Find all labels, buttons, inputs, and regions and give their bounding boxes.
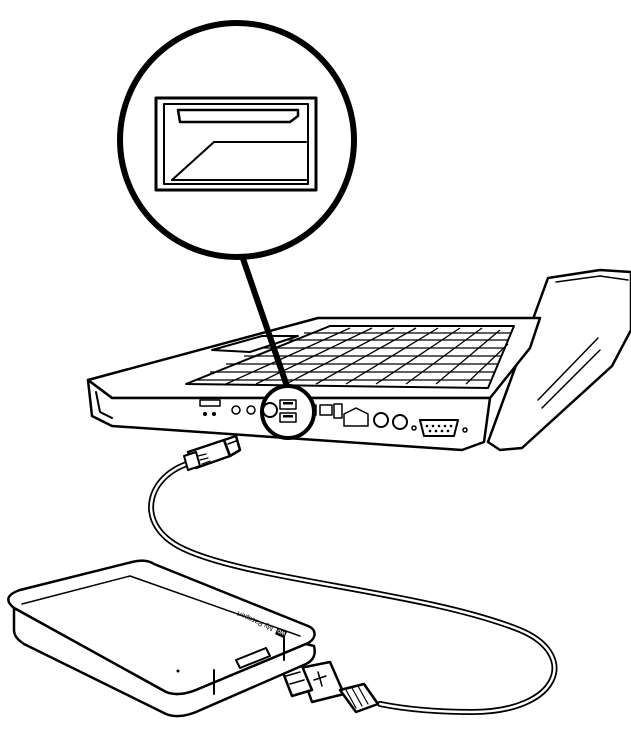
card-reader-slot xyxy=(200,400,220,406)
serial-port xyxy=(420,420,458,436)
small-port xyxy=(334,404,342,418)
drive-led xyxy=(177,670,180,673)
ps2-port xyxy=(374,413,388,427)
indicator-dot xyxy=(203,412,207,416)
audio-jack xyxy=(232,406,240,414)
indicator-dot xyxy=(212,412,216,416)
usb-port-enlarged xyxy=(156,98,316,190)
ps2-port xyxy=(393,415,407,429)
usb-port xyxy=(320,405,332,415)
audio-jack xyxy=(247,406,255,414)
laptop xyxy=(88,270,631,450)
usb-a-connector xyxy=(184,436,240,470)
external-drive: WD My Passport xyxy=(8,561,314,716)
